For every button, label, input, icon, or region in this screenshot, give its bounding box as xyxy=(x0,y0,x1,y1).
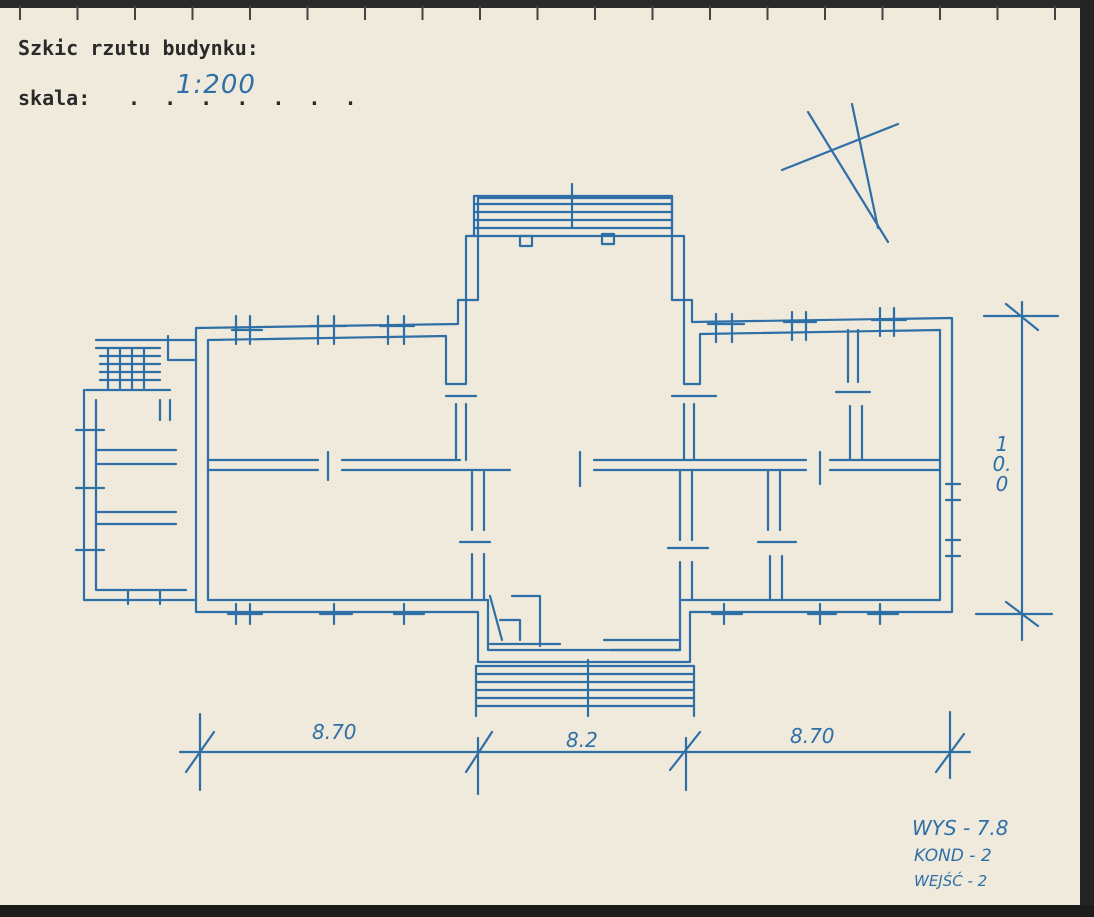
scale-label: skala: xyxy=(18,86,91,110)
dimension-lines xyxy=(178,300,1060,796)
stairs-top xyxy=(472,182,674,238)
scale-dots: . . . . . . . xyxy=(128,86,363,110)
internal-walls xyxy=(206,328,942,602)
north-arrow-icon xyxy=(780,102,900,244)
ruler-tick-strip xyxy=(0,0,1080,20)
dimension-right-wing: 8.70 xyxy=(790,724,835,748)
sketch-sheet: Szkic rzutu budynku: skala: . . . . . . … xyxy=(0,0,1080,905)
entrance-details xyxy=(488,594,682,652)
scan-edge-right xyxy=(1080,0,1094,917)
left-annex xyxy=(74,334,198,606)
windows xyxy=(226,306,962,626)
dimension-left-wing: 8.70 xyxy=(312,720,357,744)
stairs-bottom xyxy=(474,658,696,718)
note-height: WYS - 7.8 xyxy=(912,816,1009,840)
note-entrances: WEJŚĆ - 2 xyxy=(914,872,988,890)
scale-value: 1:200 xyxy=(176,70,256,100)
dimension-center: 8.2 xyxy=(566,728,598,752)
outer-walls xyxy=(194,196,954,664)
floor-plan-sketch xyxy=(74,102,1060,796)
dimension-depth: 10.0 xyxy=(992,432,1012,496)
scan-edge-bottom xyxy=(0,905,1094,917)
note-floors: KOND - 2 xyxy=(914,846,992,866)
form-title: Szkic rzutu budynku: xyxy=(18,36,259,60)
